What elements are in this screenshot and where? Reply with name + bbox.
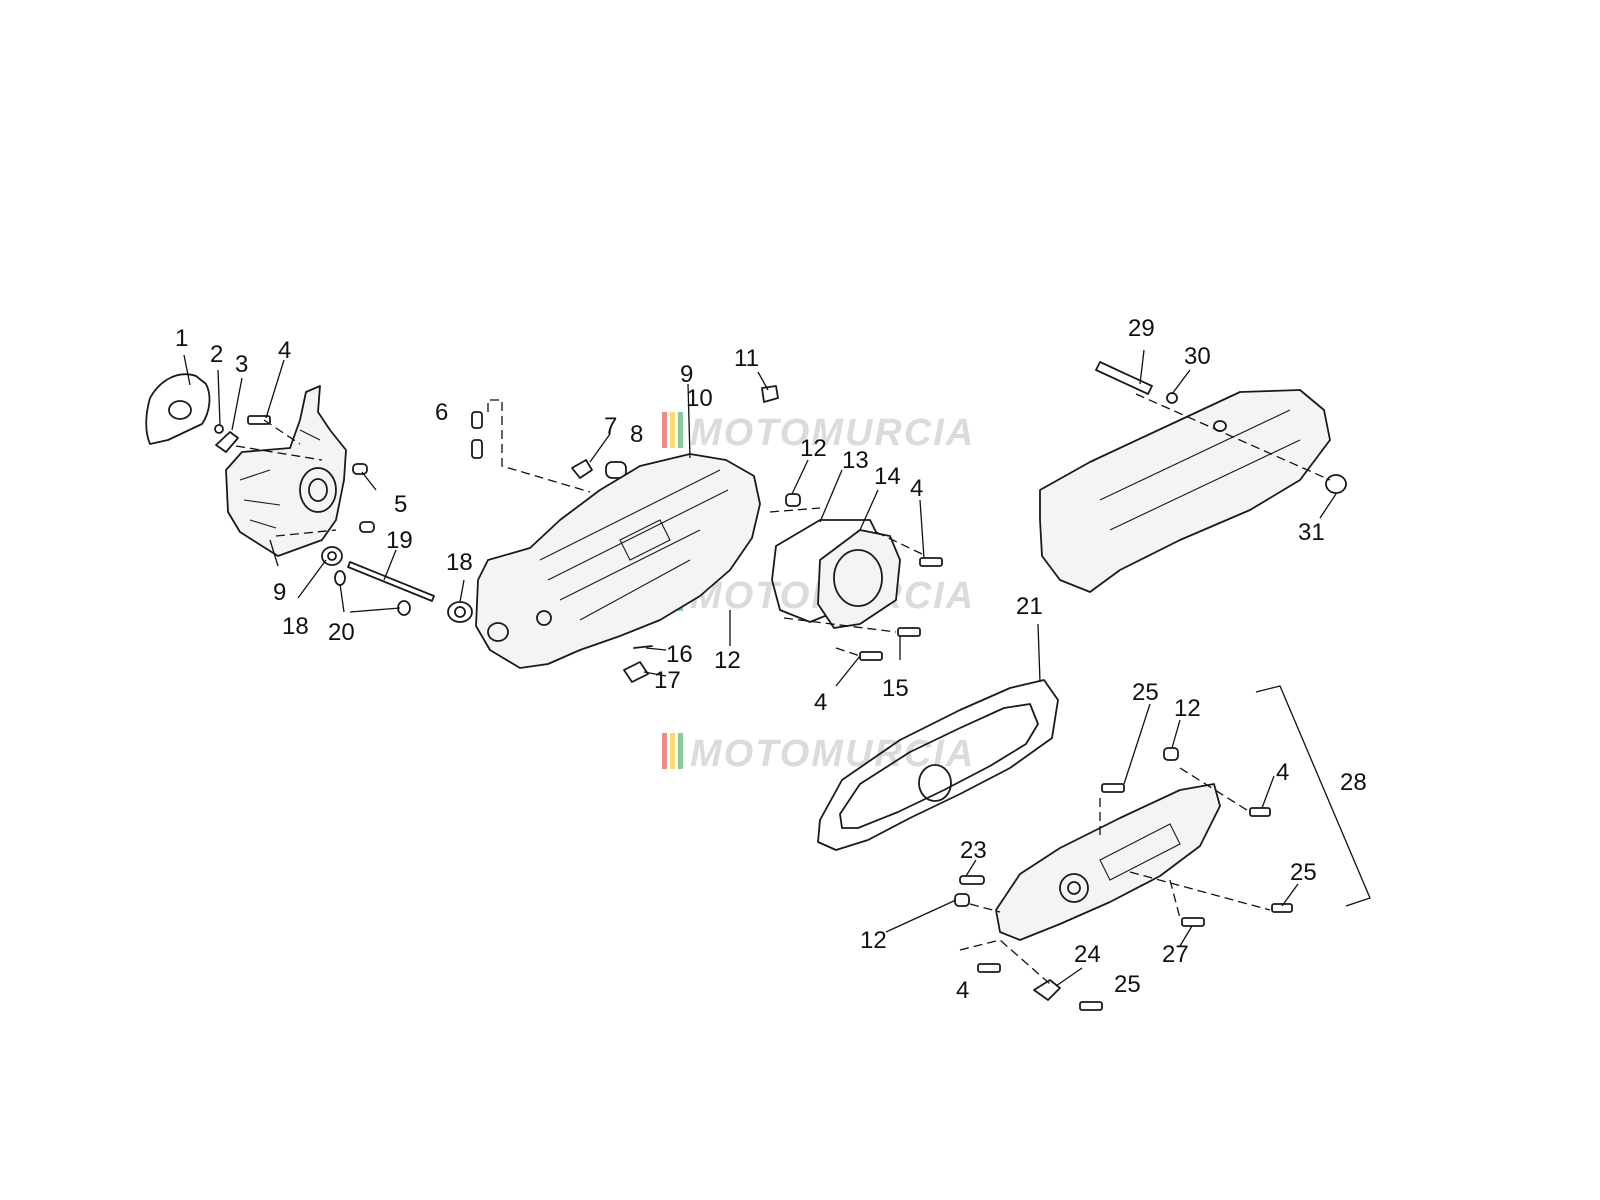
bracket-part	[215, 431, 239, 453]
callout-28: 28	[1340, 769, 1367, 796]
callout-4: 4	[814, 689, 827, 716]
watermark-text: MOTOMURCIA	[690, 412, 975, 454]
fitting-part	[571, 459, 593, 479]
dowel-pin-part	[352, 463, 375, 533]
housing-part	[817, 529, 901, 629]
callout-9: 9	[680, 361, 693, 388]
watermark-bottom: MOTOMURCIA	[662, 733, 975, 775]
callout-16: 16	[666, 641, 693, 668]
callout-23: 23	[960, 837, 987, 864]
callout-18: 18	[282, 613, 309, 640]
callout-13: 13	[842, 447, 869, 474]
o-ring-small-part	[1166, 392, 1178, 404]
callout-4: 4	[278, 337, 291, 364]
stud-bolt-part	[1095, 361, 1153, 395]
callout-3: 3	[235, 351, 248, 378]
callout-8: 8	[630, 421, 643, 448]
callout-6: 6	[435, 399, 448, 426]
bushing-part	[605, 461, 627, 479]
watermark-text: MOTOMURCIA	[690, 733, 975, 775]
pin-part	[959, 875, 985, 885]
callout-12: 12	[800, 435, 827, 462]
callout-31: 31	[1298, 519, 1325, 546]
callout-4: 4	[956, 977, 969, 1004]
callout-17: 17	[654, 667, 681, 694]
callout-4: 4	[1276, 759, 1289, 786]
dowel-part	[785, 493, 801, 507]
callout-25: 25	[1114, 971, 1141, 998]
callout-12: 12	[1174, 695, 1201, 722]
callout-2: 2	[210, 341, 223, 368]
leader-lines	[183, 349, 1337, 987]
main-crankcase-part	[475, 453, 761, 669]
breather-valve-part	[761, 385, 779, 403]
callout-7: 7	[604, 413, 617, 440]
callout-25: 25	[1290, 859, 1317, 886]
callout-5: 5	[394, 491, 407, 518]
plug-part	[1325, 474, 1347, 494]
drain-bolt-part	[623, 661, 649, 683]
washer-part	[633, 645, 653, 649]
callout-9: 9	[273, 579, 286, 606]
screw-part	[859, 557, 943, 661]
callout-14: 14	[874, 463, 901, 490]
oil-seal-part	[321, 546, 343, 566]
callout-27: 27	[1162, 941, 1189, 968]
callout-19: 19	[386, 527, 413, 554]
cover-screw-part	[977, 783, 1293, 1011]
shaft-part	[347, 561, 435, 602]
callout-1: 1	[175, 325, 188, 352]
callout-21: 21	[1016, 593, 1043, 620]
callout-labels: 1 2 3 4 5 6 7 8 9 9 10 11 12 12 12 12 13…	[175, 315, 1367, 1004]
callout-11: 11	[734, 345, 759, 372]
bolt-part	[247, 415, 271, 425]
callout-24: 24	[1074, 941, 1101, 968]
callout-12: 12	[714, 647, 741, 674]
left-crankcase-part	[225, 385, 347, 557]
callout-29: 29	[1128, 315, 1155, 342]
callout-10: 10	[686, 385, 713, 412]
watermark-top: MOTOMURCIA	[662, 412, 975, 454]
cover-plate-part	[145, 373, 211, 445]
callout-25: 25	[1132, 679, 1159, 706]
callout-12: 12	[860, 927, 887, 954]
transmission-housing-part	[1039, 389, 1331, 593]
screw-part	[214, 424, 224, 434]
assembly-lines	[235, 393, 1331, 985]
callout-20: 20	[328, 619, 355, 646]
callout-18: 18	[446, 549, 473, 576]
belt-cover-part	[995, 783, 1221, 941]
belt-cover-gasket-part	[817, 679, 1059, 851]
assembly-bracket	[1255, 685, 1371, 907]
callout-30: 30	[1184, 343, 1211, 370]
centering-pin-part	[471, 411, 483, 459]
crank-bearing-part	[447, 601, 473, 623]
cover-clip-part	[1033, 979, 1061, 1001]
callout-4: 4	[910, 475, 923, 502]
callout-15: 15	[882, 675, 909, 702]
